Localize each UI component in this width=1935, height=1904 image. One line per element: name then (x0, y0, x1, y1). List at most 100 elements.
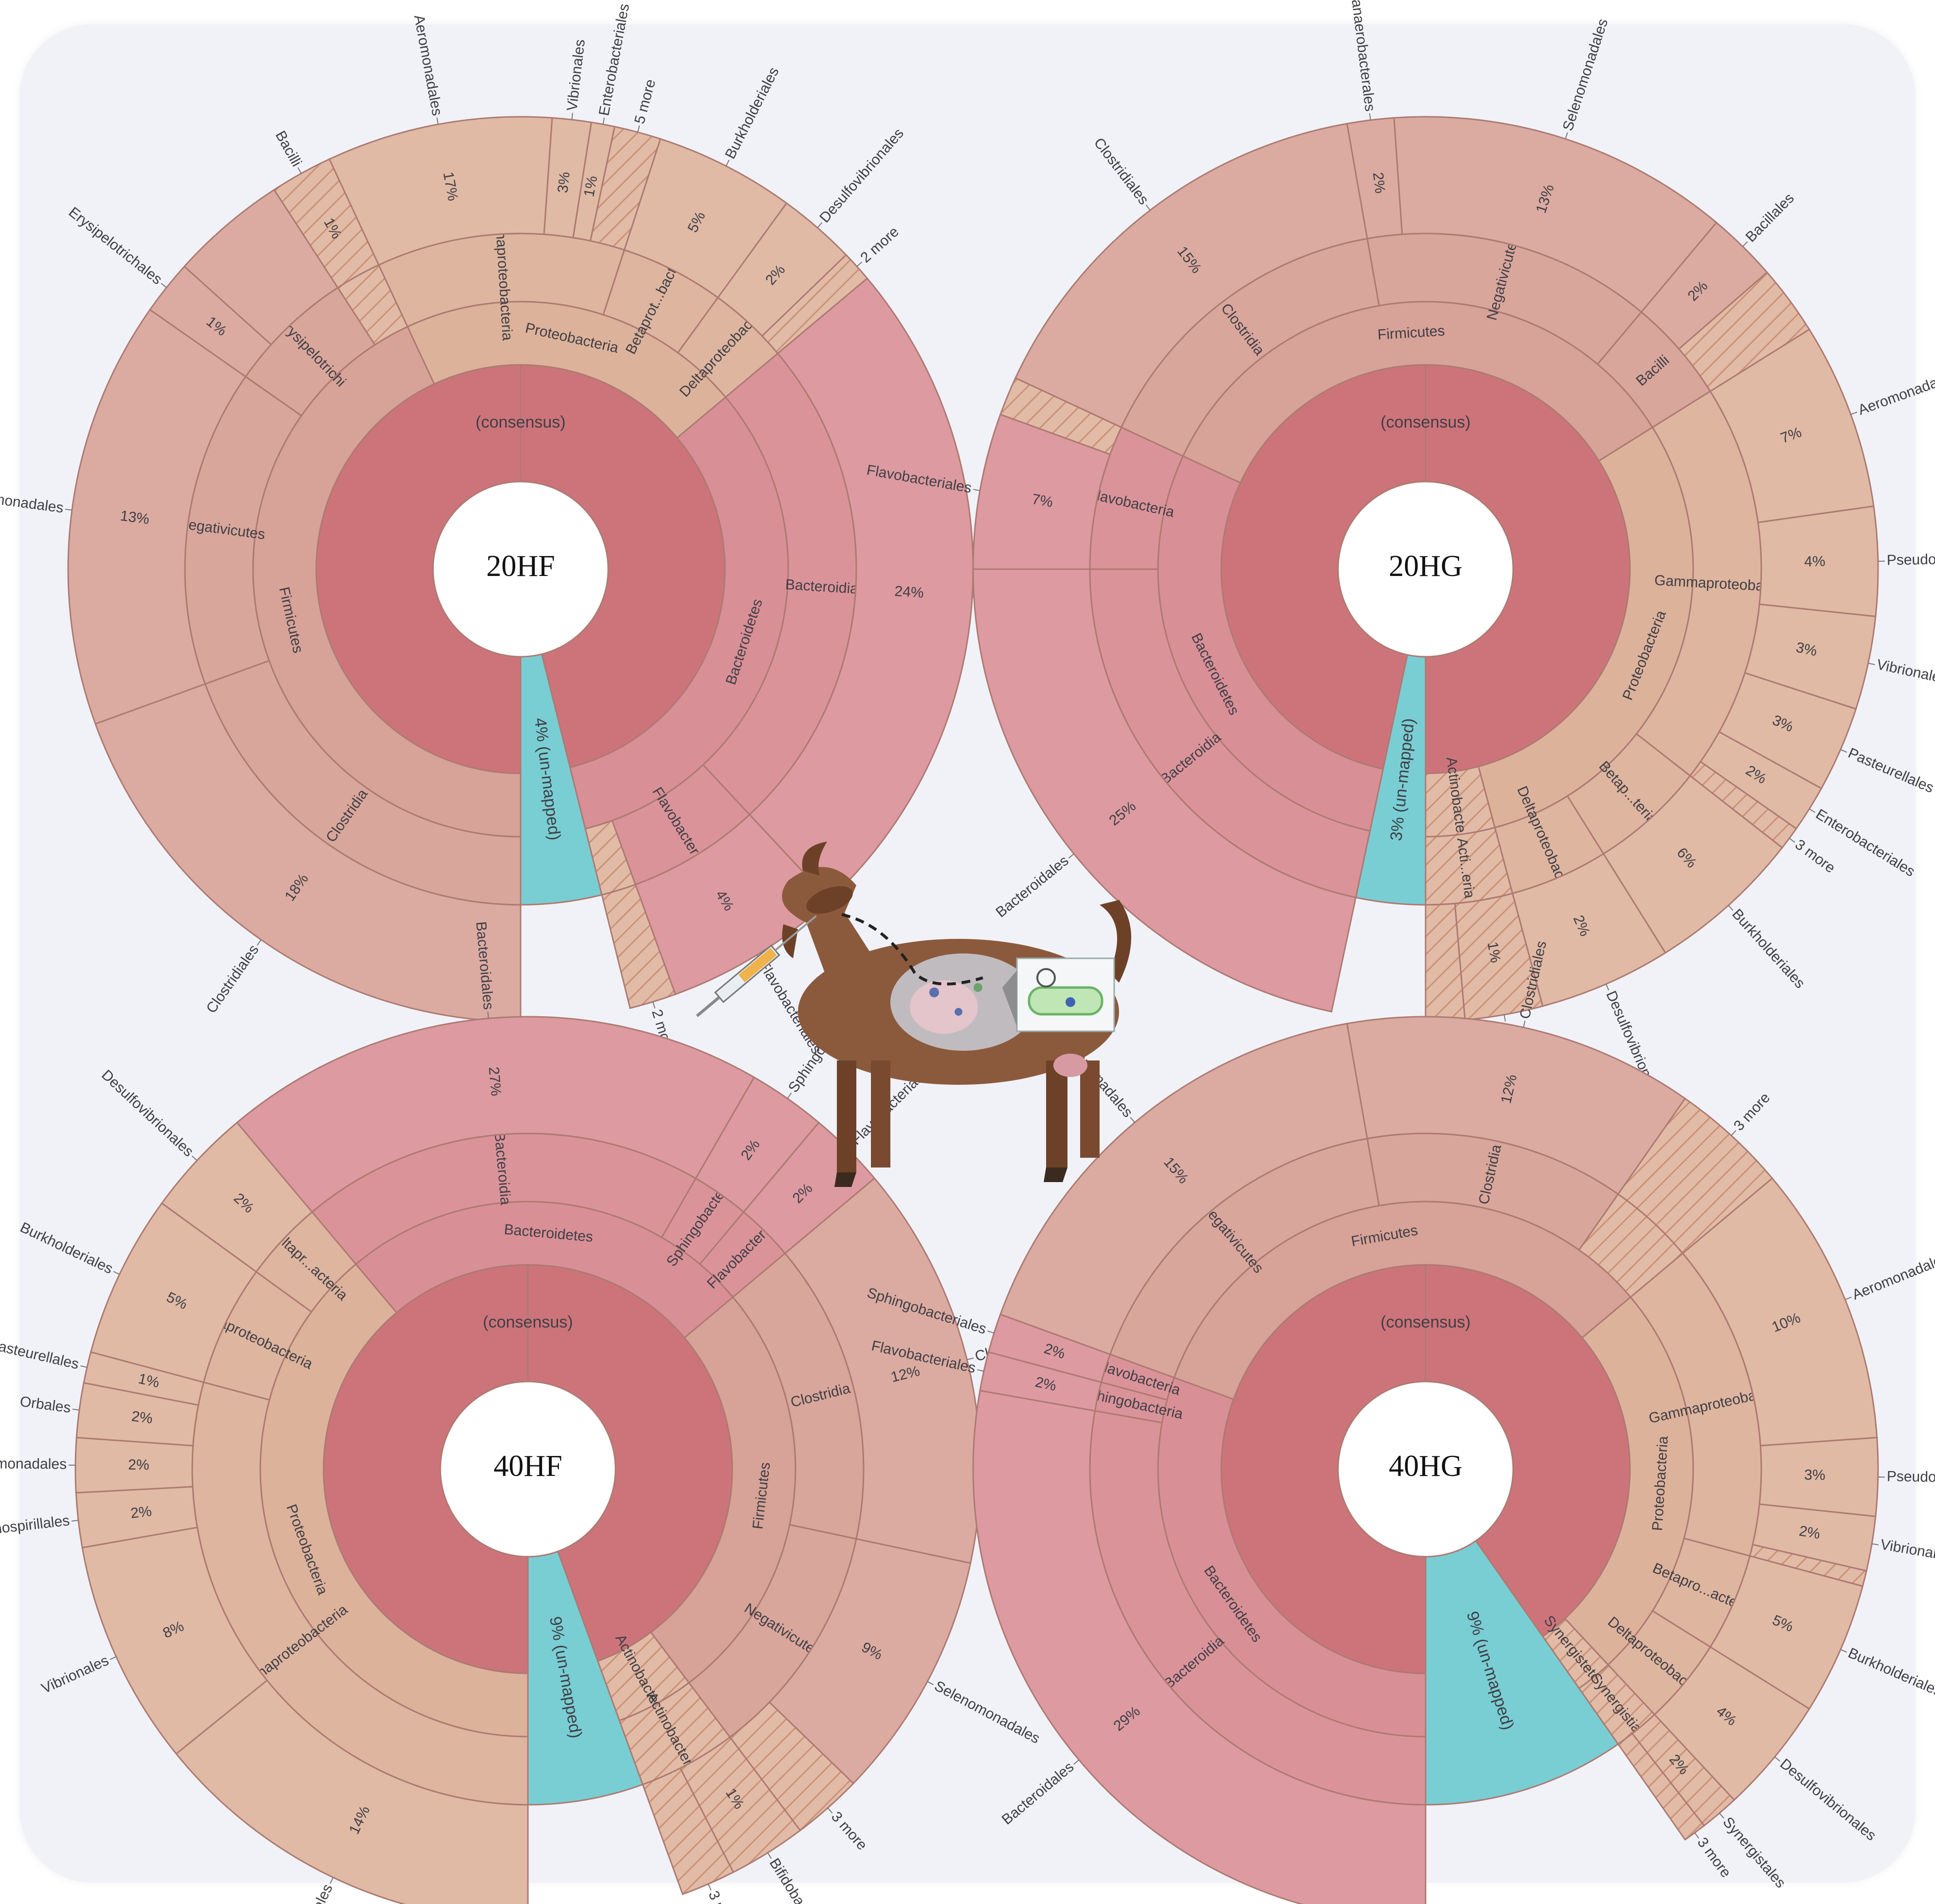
root-label: (consensus) (1380, 1313, 1470, 1331)
label-tick (65, 508, 72, 511)
outer-label: Aeromonadales (1856, 368, 1935, 418)
segment-selenomonadales[interactable] (999, 1023, 1368, 1355)
outer-label: 3 more (1792, 836, 1838, 876)
label-tick (72, 1408, 80, 1411)
label-tick (191, 1155, 198, 1161)
outer-label: Bacillales (1743, 190, 1797, 246)
segment-bacteroidales[interactable] (972, 568, 1357, 1013)
label-tick (1145, 204, 1151, 211)
chart-title: 20HG (1389, 550, 1463, 583)
segment-label: 4% (1804, 554, 1826, 570)
outer-label: Selenomonadales (1560, 17, 1611, 133)
outer-label: Clostridiales (203, 942, 262, 1016)
outer-label: Burkholderiales (722, 65, 782, 162)
outer-label: Enterobacteriales (596, 2, 633, 117)
label-tick (987, 1330, 995, 1334)
outer-label: Aeromonadales (411, 14, 445, 117)
label-tick (161, 283, 167, 288)
label-tick (1523, 1021, 1526, 1028)
segment-bacteroidales[interactable] (236, 1016, 756, 1213)
label-tick (1774, 1756, 1781, 1762)
label-tick (1605, 984, 1609, 991)
outer-label: Erysipelotrichales (66, 204, 165, 287)
label-tick (1840, 1649, 1847, 1653)
label-tick (71, 1520, 79, 1522)
segment-selenomonadales[interactable] (67, 308, 247, 725)
outer-label: Synergistales (1719, 1814, 1789, 1891)
segment-label: 2% (130, 1408, 153, 1427)
segment-label: 1% (1484, 940, 1503, 964)
outer-label: Pseudomonadales (0, 1455, 67, 1472)
outer-label: 3 more (828, 1809, 870, 1853)
label-tick (652, 1002, 655, 1009)
center-hole (439, 1381, 616, 1558)
label-tick (637, 125, 640, 132)
outer-label: Bacilli (272, 128, 305, 170)
segment-2-more-[interactable] (601, 883, 677, 1009)
label-tick (329, 1877, 334, 1884)
label-tick (1728, 905, 1734, 911)
segment-label: 3% (555, 171, 573, 194)
segment-label: 2% (128, 1457, 149, 1473)
center-hole (1337, 1381, 1514, 1558)
label-tick (1130, 1117, 1135, 1123)
outer-label: Vibrionales (1875, 656, 1935, 687)
label-tick (1845, 1296, 1852, 1300)
label-tick (1073, 1760, 1080, 1765)
label-tick (977, 1369, 984, 1372)
segment-3-more-[interactable] (642, 1767, 735, 1895)
outer-label: Desulfovibrionales (1777, 1756, 1879, 1844)
sunburst-40hg: 9% (un-mapped)BacteroidetesFirmicutesPro… (865, 939, 1935, 1904)
label-tick (256, 939, 262, 946)
outer-label: Oceanospirillales (0, 1512, 71, 1541)
sunburst-20hg: 3% (un-mapped)BacteroidetesFirmicutesPro… (866, 0, 1935, 1129)
outer-label: Pseudomonadales (1887, 1468, 1935, 1486)
goat-illustration (696, 842, 1131, 1187)
segment-clostridiales[interactable] (784, 1177, 981, 1564)
outer-label: Bacteroidales (999, 1759, 1077, 1828)
outer-label: Vibrionales (564, 38, 588, 112)
label-tick (967, 1357, 974, 1360)
label-tick (1369, 113, 1371, 121)
label-tick (817, 222, 823, 228)
label-tick (1565, 132, 1568, 139)
center-hole (432, 481, 609, 658)
root-label: (consensus) (475, 413, 565, 431)
label-tick (856, 261, 863, 267)
label-tick (1068, 853, 1074, 859)
outer-label: Aeromonadales (277, 1882, 336, 1904)
segment-3-more-[interactable] (1617, 1732, 1705, 1841)
outer-label: Bifidobacteriales (766, 1855, 837, 1904)
segment-label: 24% (894, 583, 924, 601)
label-tick (767, 1852, 772, 1859)
outer-label: Bacteroidales (993, 853, 1072, 921)
label-tick (297, 167, 302, 174)
outer-label: Vibrionales (39, 1653, 111, 1697)
label-tick (787, 1093, 792, 1099)
chart-title: 40HF (493, 1450, 562, 1483)
outer-label: Pseudomonadales (1887, 550, 1935, 568)
label-tick (725, 160, 730, 166)
outer-label: 3 more (1694, 1834, 1734, 1881)
outer-label: Burkholderiales (1729, 906, 1808, 991)
outer-label: Selenomonadales (0, 485, 64, 516)
label-tick (927, 1681, 934, 1686)
label-tick (1742, 241, 1748, 247)
segment-clostridiales[interactable] (94, 683, 522, 1023)
label-tick (1872, 1543, 1879, 1545)
label-tick (1850, 412, 1858, 415)
outer-label: Vibrionales (1880, 1537, 1935, 1564)
segment-clostridiales[interactable] (1014, 123, 1368, 429)
outer-label: Burkholderiales (18, 1220, 115, 1277)
outer-label: Pasteurellales (1845, 745, 1935, 796)
segment-label: 2% (1798, 1523, 1821, 1543)
outer-label: Selenomonadales (932, 1678, 1043, 1747)
segment-label: 7% (1031, 491, 1054, 511)
outer-label: Clostridiales (1091, 135, 1152, 208)
label-tick (1719, 1813, 1724, 1819)
label-tick (571, 112, 573, 120)
outer-label: Thermoanaerobacterales (1342, 0, 1378, 112)
label-tick (973, 489, 980, 491)
segment-bacteroidales[interactable] (972, 1389, 1427, 1904)
label-tick (113, 1271, 120, 1275)
